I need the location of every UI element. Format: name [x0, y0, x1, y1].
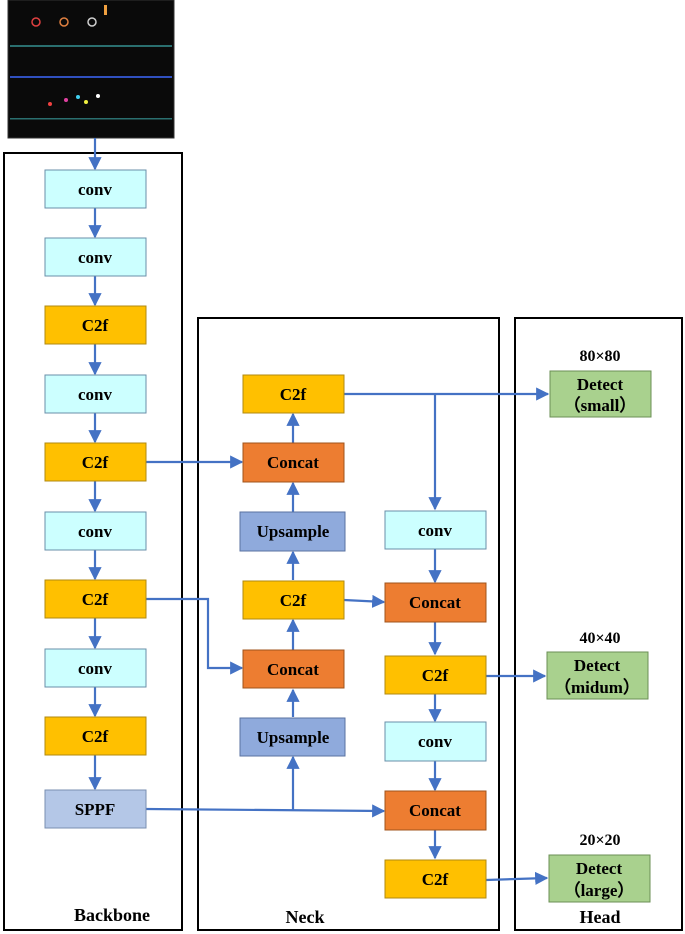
detect-size-label: 20×20	[579, 832, 620, 849]
backbone-block-conv: conv	[44, 237, 147, 277]
svg-text:Detect: Detect	[574, 656, 621, 675]
svg-text:C2f: C2f	[422, 870, 449, 889]
svg-text:Detect: Detect	[577, 375, 624, 394]
svg-text:C2f: C2f	[82, 727, 109, 746]
input-image	[7, 0, 175, 139]
svg-text:conv: conv	[78, 248, 113, 267]
detect-size-label: 40×40	[579, 630, 620, 647]
svg-text:（small）: （small）	[564, 395, 637, 415]
svg-text:SPPF: SPPF	[75, 800, 116, 819]
svg-text:conv: conv	[78, 180, 113, 199]
svg-text:C2f: C2f	[82, 590, 109, 609]
svg-text:Detect: Detect	[576, 859, 623, 878]
svg-text:Upsample: Upsample	[257, 522, 330, 541]
neck-block-c2f-right-mid: C2f	[384, 655, 487, 695]
neck-block-c2f-top: C2f	[242, 374, 345, 414]
backbone-block-c2f: C2f	[44, 579, 147, 619]
backbone-block-c2f: C2f	[44, 305, 147, 345]
backbone-block-conv: conv	[44, 169, 147, 209]
svg-text:conv: conv	[78, 659, 113, 678]
neck-block-concat-top: Concat	[242, 442, 345, 483]
neck-block-c2f-mid: C2f	[242, 580, 345, 620]
neck-block-conv-lower: conv	[384, 721, 487, 762]
svg-text:Concat: Concat	[267, 660, 319, 679]
backbone-block-c2f: C2f	[44, 716, 147, 756]
svg-text:C2f: C2f	[82, 316, 109, 335]
svg-text:conv: conv	[78, 385, 113, 404]
svg-text:conv: conv	[418, 732, 453, 751]
svg-text:Concat: Concat	[409, 593, 461, 612]
svg-text:Concat: Concat	[267, 453, 319, 472]
svg-text:Concat: Concat	[409, 801, 461, 820]
svg-text:C2f: C2f	[280, 385, 307, 404]
detect-size-label: 80×80	[579, 348, 620, 365]
head-label: Head	[579, 907, 620, 927]
backbone-block-conv: conv	[44, 648, 147, 688]
edges	[88, 138, 550, 885]
backbone-block-sppf: SPPF	[44, 789, 147, 829]
neck-block-concat-right-upper: Concat	[384, 582, 487, 623]
backbone-blocks: conv conv C2f conv C2f conv C2f conv	[44, 169, 147, 829]
backbone-block-c2f: C2f	[44, 442, 147, 482]
detect-block-large: Detect （large）	[548, 854, 651, 903]
backbone-frame	[3, 152, 183, 931]
neck-block-upsample-top: Upsample	[239, 511, 346, 552]
svg-text:Upsample: Upsample	[257, 728, 330, 747]
head-frame	[514, 317, 683, 931]
detect-block-medium: Detect （midum）	[546, 651, 649, 700]
backbone-block-conv: conv	[44, 511, 147, 551]
neck-block-c2f-right-bottom: C2f	[384, 859, 487, 899]
svg-text:（large）: （large）	[564, 880, 635, 900]
neck-label: Neck	[286, 907, 325, 927]
head-outputs: 80×80 Detect （small） 40×40 Detect （midum…	[546, 348, 652, 903]
neck-right-blocks: conv Concat C2f conv Concat C2f	[384, 510, 487, 899]
neck-block-upsample-bottom: Upsample	[239, 717, 346, 757]
neck-frame	[197, 317, 500, 931]
backbone-block-conv: conv	[44, 374, 147, 414]
svg-text:C2f: C2f	[82, 453, 109, 472]
neck-left-blocks: C2f Concat Upsample C2f Concat Upsample	[239, 374, 346, 757]
svg-text:conv: conv	[78, 522, 113, 541]
svg-text:conv: conv	[418, 521, 453, 540]
backbone-label: Backbone	[74, 905, 150, 925]
svg-text:（midum）: （midum）	[554, 677, 640, 697]
neck-block-conv-upper: conv	[384, 510, 487, 550]
svg-text:C2f: C2f	[280, 591, 307, 610]
neck-block-concat-right-lower: Concat	[384, 790, 487, 831]
detect-block-small: Detect （small）	[549, 370, 652, 418]
svg-text:C2f: C2f	[422, 666, 449, 685]
neck-block-concat-mid: Concat	[242, 649, 345, 689]
